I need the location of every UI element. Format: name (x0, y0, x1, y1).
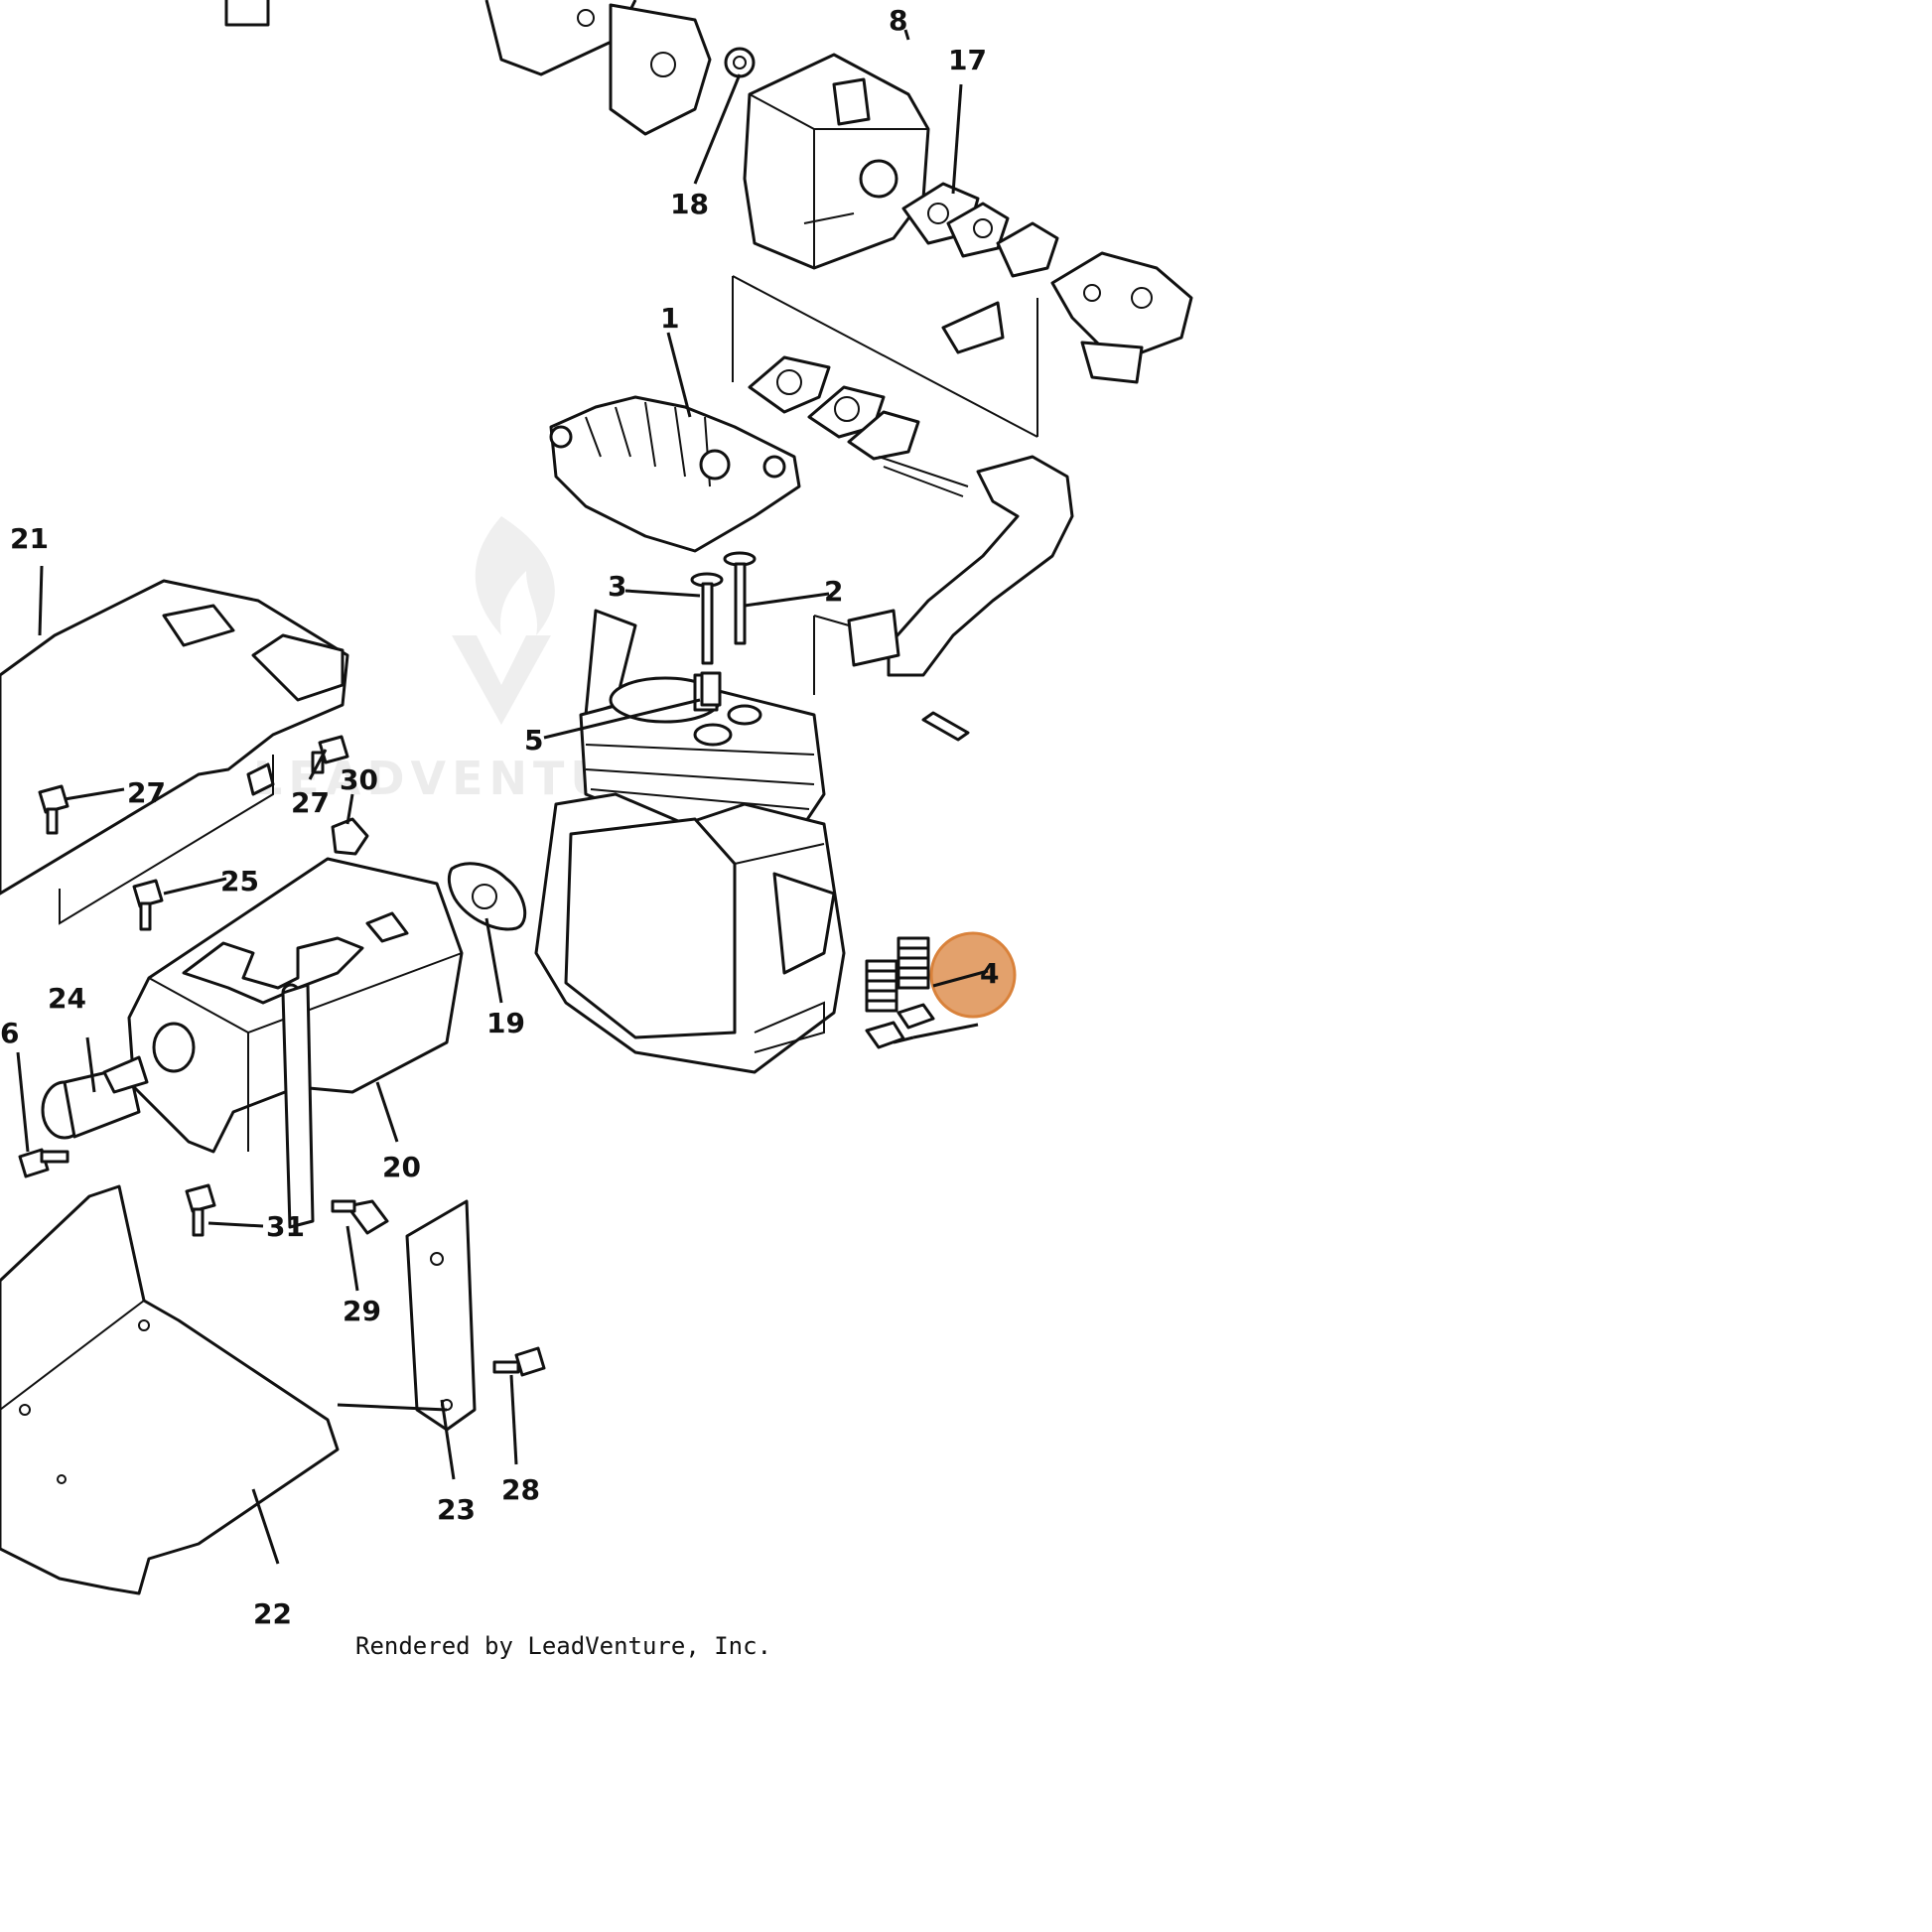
bracket (405, 1199, 477, 1432)
label-8: 8 (889, 4, 907, 37)
label-27a: 27 (127, 776, 166, 809)
label-2: 2 (824, 575, 843, 608)
label-31: 31 (266, 1210, 305, 1243)
bolt-27a (38, 784, 69, 835)
top-left-fragment (224, 0, 712, 136)
bolt-6 (18, 1148, 69, 1178)
intake-valve (690, 572, 724, 665)
label-6: 6 (0, 1017, 19, 1049)
label-29: 29 (343, 1295, 381, 1327)
label-28: 28 (501, 1473, 540, 1506)
label-19: 19 (486, 1007, 525, 1039)
bolt-29 (331, 1199, 389, 1235)
label-30: 30 (340, 763, 378, 796)
carburetor (1050, 251, 1193, 384)
intake-gaskets (748, 355, 969, 497)
footer-credit: Rendered by LeadVenture, Inc. (355, 1632, 772, 1660)
highlight-marker[interactable]: 4 (929, 931, 1017, 1019)
nut-30 (331, 817, 369, 856)
bolt-28 (492, 1346, 546, 1377)
small-bushing-18 (724, 47, 756, 78)
muffler-gasket (447, 862, 527, 931)
label-21: 21 (10, 522, 49, 555)
label-5: 5 (524, 724, 543, 757)
valve-springs (865, 936, 935, 1049)
label-17: 17 (948, 44, 987, 76)
label-18: 18 (670, 188, 709, 220)
label-22: 22 (253, 1597, 292, 1630)
label-3: 3 (608, 570, 626, 603)
cylinder-head (549, 395, 801, 553)
label-1: 1 (660, 302, 679, 335)
label-24: 24 (48, 982, 86, 1015)
bolt-31 (185, 1183, 216, 1237)
muffler-shield-upper (0, 579, 349, 925)
air-filter-housing (743, 53, 930, 270)
cylinder-block (534, 609, 846, 1074)
watermark-logo (452, 516, 555, 725)
label-27b: 27 (291, 786, 330, 819)
muffler-shield-lower (0, 1184, 340, 1595)
label-4: 4 (980, 957, 999, 990)
carb-gaskets (901, 182, 1059, 354)
bolt-25 (132, 879, 164, 931)
manifold-frame (732, 275, 1038, 438)
leader-lines (16, 29, 979, 1565)
label-23: 23 (437, 1493, 476, 1526)
exhaust-valve (723, 551, 757, 645)
label-20: 20 (382, 1151, 421, 1183)
spark-arrestor (41, 1055, 149, 1140)
exhaust-elbow (813, 455, 1074, 742)
bolt-5 (700, 671, 722, 707)
label-25: 25 (220, 865, 259, 897)
